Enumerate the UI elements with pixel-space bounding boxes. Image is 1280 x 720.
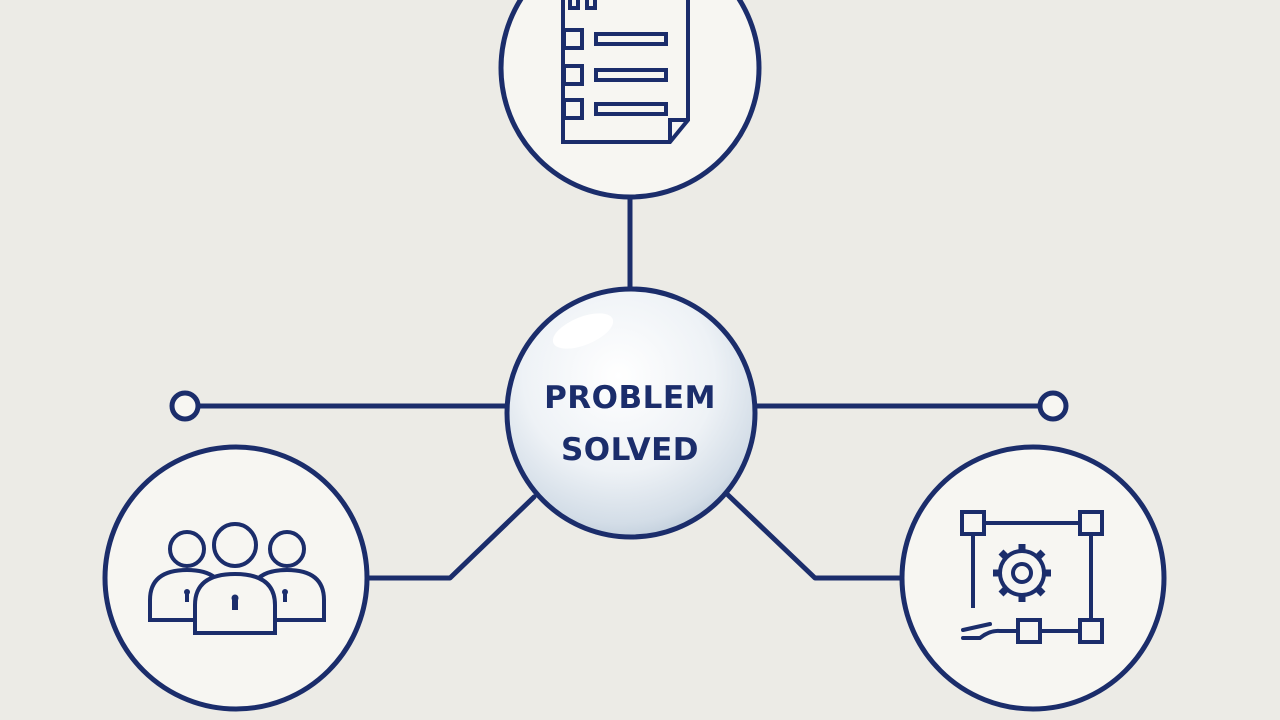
connector-bottom-left — [365, 494, 537, 581]
node-top — [498, 0, 762, 200]
terminal-dot-right — [1037, 390, 1069, 422]
center-label-line2: SOLVED — [560, 432, 700, 468]
center-label-line1: PROBLEM — [544, 380, 716, 416]
node-bottom-left — [102, 444, 370, 712]
team-people-icon — [148, 522, 326, 635]
terminal-dot-left — [169, 390, 201, 422]
connector-bottom-right — [725, 492, 906, 581]
checklist-document-icon — [561, 0, 690, 144]
center-node — [504, 286, 758, 540]
sphere-highlight — [552, 313, 614, 349]
node-bottom-right — [899, 444, 1167, 712]
center-label: PROBLEM SOLVED — [510, 372, 750, 476]
gear-process-icon — [960, 510, 1104, 644]
